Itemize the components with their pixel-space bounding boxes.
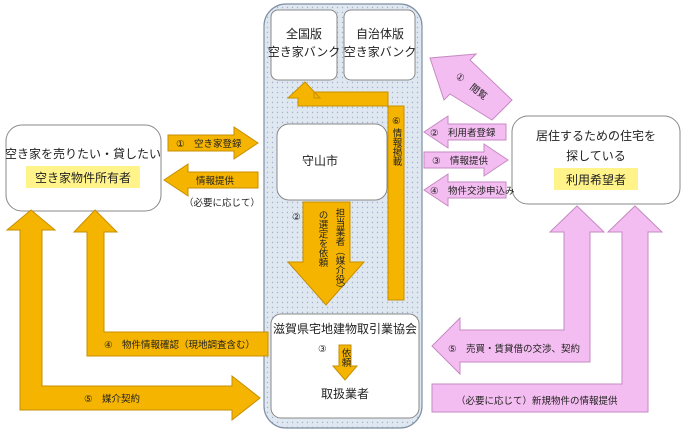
confirm-arrow [72, 209, 269, 357]
label-new-info: （必要に応じて）新規物件の情報提供 [456, 395, 618, 407]
label-post-number: ⑥ [392, 116, 401, 127]
register-arrow [167, 126, 259, 160]
negotiation-request-arrow [423, 173, 507, 207]
browse-arrow [429, 53, 513, 121]
label-post-text: 情報掲載 [391, 127, 403, 167]
label-as-needed: （必要に応じて） [184, 197, 260, 209]
info-provide-user-arrow [423, 143, 509, 177]
city-box [276, 123, 388, 201]
city-name: 守山市 [302, 153, 338, 168]
user-line2: 探している [566, 149, 626, 163]
label-selection-text-1: 担当業者（媒介役） [334, 207, 346, 293]
label-info-provide: 情報提供 [196, 175, 235, 187]
user-line1: 居住するための住宅を [536, 128, 656, 143]
dealer-request-arrow [331, 344, 359, 381]
label-register: ① 空き家登録 [176, 138, 242, 150]
owner-title: 空き家物件所有者 [35, 170, 131, 185]
label-info-provide-user: ③ 情報提供 [432, 155, 489, 167]
label-request-text: 依頼 [340, 347, 352, 368]
label-confirm: ④ 物件情報確認（現地調査含む） [104, 339, 255, 351]
local-bank-line1: 自治体版 [356, 27, 404, 41]
owner-line1: 空き家を売りたい・貸したい [5, 146, 161, 161]
national-bank-line2: 空き家バンク [268, 44, 341, 59]
negotiation-arrow [431, 205, 606, 376]
brokerage-arrow [5, 209, 261, 422]
label-request-number: ③ [318, 344, 327, 355]
new-property-info-arrow [431, 205, 664, 413]
owner-title-highlight [26, 166, 140, 188]
local-bank-line2: 空き家バンク [344, 44, 417, 59]
label-selection-text-2: の選定を依頼 [317, 210, 329, 268]
national-bank-box [270, 9, 338, 81]
label-brokerage: ⑤ 媒介契約 [84, 393, 140, 405]
label-negotiation: ⑤ 売買・賃貸借の交渉、契約 [448, 343, 580, 355]
selection-request-arrow [286, 201, 366, 306]
national-bank-line1: 全国版 [286, 26, 322, 41]
user-title: 利用希望者 [566, 172, 626, 187]
dealer-name: 取扱業者 [321, 387, 369, 401]
association-name: 滋賀県宅地建物取引業協会 [273, 321, 417, 336]
label-selection-number: ② [292, 212, 301, 223]
user-title-highlight [554, 168, 638, 190]
label-negotiation-request: ④ 物件交渉申込み [430, 185, 515, 197]
label-user-register: ② 利用者登録 [430, 127, 496, 139]
user-register-arrow [423, 115, 507, 149]
local-bank-box [343, 9, 416, 81]
info-post-arrow [286, 81, 405, 301]
info-provide-arrow [163, 163, 259, 197]
